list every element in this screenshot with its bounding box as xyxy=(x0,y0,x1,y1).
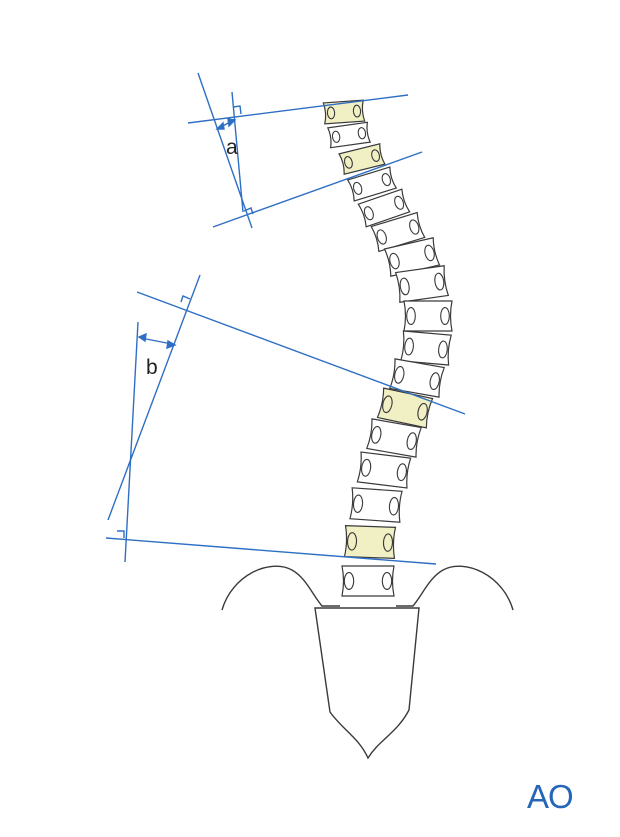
pedicle xyxy=(363,206,374,221)
angle-b-arrow xyxy=(140,337,173,345)
angle-b-label: b xyxy=(146,356,158,379)
lower-endplate-line-top xyxy=(136,291,466,415)
pedicle xyxy=(434,272,445,291)
upper-right-angle-mark-1 xyxy=(232,105,242,115)
pedicle xyxy=(382,395,393,414)
vertebra xyxy=(365,418,423,458)
pedicle xyxy=(343,156,353,169)
upper-perpendicular-1 xyxy=(231,91,244,213)
vertebra xyxy=(394,265,450,303)
vertebra xyxy=(341,565,395,597)
pedicle xyxy=(376,229,387,245)
vertebra xyxy=(349,487,403,523)
pelvis-right-ilium xyxy=(396,565,514,611)
vertebral-body xyxy=(403,300,453,332)
pedicle xyxy=(404,337,414,356)
pedicle xyxy=(406,432,417,450)
upper-right-angle-mark-2 xyxy=(243,207,254,215)
pedicle xyxy=(394,366,405,384)
pedicle xyxy=(343,572,355,590)
upper-perpendicular-2 xyxy=(197,72,253,229)
pedicle xyxy=(352,181,363,195)
cobb-lines xyxy=(105,72,466,565)
vertebra xyxy=(370,211,426,253)
pedicle xyxy=(417,402,428,421)
pedicle xyxy=(406,307,416,325)
ao-logo: AO xyxy=(527,778,573,815)
pedicle xyxy=(394,195,405,210)
pedicle xyxy=(388,497,400,516)
pedicle xyxy=(357,127,367,140)
pedicle xyxy=(399,277,410,296)
vertebra xyxy=(388,358,446,398)
lower-perpendicular-2 xyxy=(124,321,139,563)
vertebral-body xyxy=(400,330,452,366)
angle-a-label: a xyxy=(226,136,238,159)
pedicle xyxy=(352,494,364,513)
pedicle xyxy=(361,458,372,477)
angle-a-arrowhead-left xyxy=(215,121,225,130)
lower-right-angle-mark-2 xyxy=(117,530,125,538)
sacrum xyxy=(314,607,420,760)
pedicle xyxy=(389,252,400,270)
pedicle xyxy=(382,533,394,552)
vertebra xyxy=(357,188,411,228)
vertebral-body xyxy=(341,565,395,597)
pedicle xyxy=(346,532,358,551)
lower-perpendicular-1 xyxy=(107,274,201,521)
pedicle xyxy=(352,104,362,118)
vertebral-body xyxy=(356,451,412,489)
angle-b-arrowhead-left xyxy=(137,332,147,343)
angle-a-arrowhead-right xyxy=(227,118,237,128)
pedicle xyxy=(424,244,435,262)
vertebral-body xyxy=(394,265,450,303)
pedicle xyxy=(438,340,448,359)
vertebra xyxy=(400,330,452,366)
end-vertebra xyxy=(338,142,386,176)
pedicle xyxy=(396,463,407,482)
angle-b-arrowhead-right xyxy=(166,339,177,350)
vertebral-body xyxy=(343,525,397,559)
pedicle xyxy=(440,307,450,325)
vertebra xyxy=(383,236,441,278)
upper-endplate-line-top xyxy=(187,94,409,124)
pedicle xyxy=(381,173,392,187)
vertebral-body xyxy=(349,487,403,523)
pedicle xyxy=(371,149,381,162)
end-vertebra xyxy=(322,99,366,125)
vertebra xyxy=(403,300,453,332)
vertebra xyxy=(346,166,398,202)
pedicle xyxy=(381,572,393,590)
pedicle xyxy=(371,426,382,444)
angle-arrows xyxy=(137,118,237,350)
end-vertebra xyxy=(343,525,397,559)
vertebra xyxy=(326,121,372,149)
pedicle xyxy=(326,106,336,120)
pedicle xyxy=(331,130,341,143)
spine xyxy=(322,99,453,597)
vertebra xyxy=(356,451,412,489)
pelvis xyxy=(221,565,514,760)
lower-right-angle-mark-1 xyxy=(180,295,191,303)
end-vertebra xyxy=(376,387,434,429)
pedicle xyxy=(429,372,440,390)
lower-endplate-line-bottom xyxy=(105,537,437,565)
pelvis-left-ilium xyxy=(221,565,340,611)
